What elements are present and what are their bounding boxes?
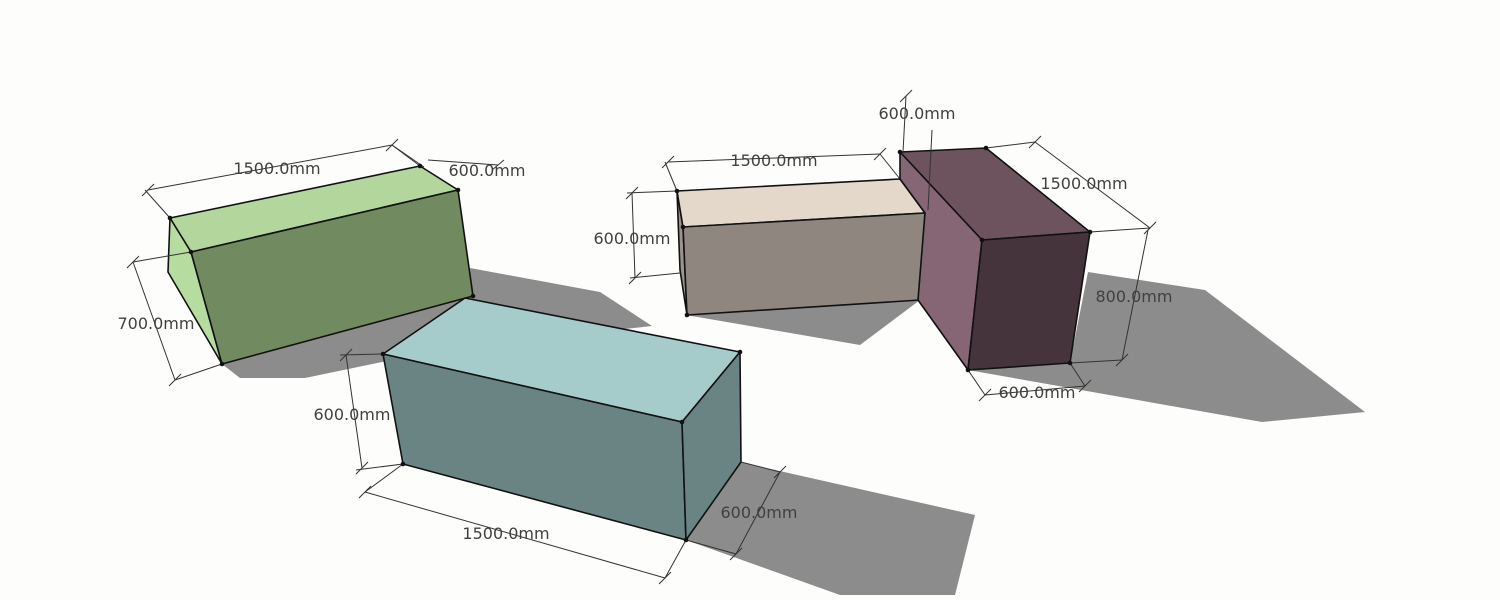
purple-box[interactable]: 600.0mm 1500.0mm 800.0mm 600.0mm	[879, 89, 1173, 402]
purple-box-shadow	[968, 272, 1365, 422]
vertex	[683, 537, 689, 543]
vertex	[897, 149, 903, 155]
beige-box[interactable]: 1500.0mm 600.0mm	[594, 147, 926, 316]
beige-box-front-face[interactable]	[682, 212, 926, 316]
teal-box[interactable]: 600.0mm 1500.0mm 600.0mm	[314, 297, 798, 585]
vertex	[680, 224, 686, 230]
beige-box-height-label: 600.0mm	[594, 229, 671, 248]
purple-box-height-label: 800.0mm	[1096, 287, 1173, 306]
beige-box-length-label: 1500.0mm	[730, 151, 817, 170]
vertex	[1067, 360, 1073, 366]
vertex	[455, 187, 461, 193]
green-box-depth-label: 600.0mm	[449, 161, 526, 180]
purple-box-front-face[interactable]	[967, 231, 1091, 371]
vertex	[470, 293, 476, 299]
vertex	[1087, 229, 1093, 235]
vertex	[219, 361, 225, 367]
vertex	[983, 145, 989, 151]
teal-box-depth-label: 600.0mm	[721, 503, 798, 522]
green-box-dimensions: 1500.0mm 600.0mm 700.0mm	[118, 138, 526, 387]
vertex	[737, 349, 743, 355]
beige-box-dimensions: 1500.0mm 600.0mm	[594, 147, 901, 285]
teal-box-height-label: 600.0mm	[314, 405, 391, 424]
purple-box-depth-label: 600.0mm	[999, 383, 1076, 402]
purple-box-dimensions: 600.0mm 1500.0mm 800.0mm 600.0mm	[879, 89, 1173, 402]
vertex	[979, 237, 985, 243]
vertex	[684, 312, 690, 318]
green-box-height-label: 700.0mm	[118, 314, 195, 333]
vertex	[188, 249, 194, 255]
vertex	[417, 163, 423, 169]
purple-box-top-label: 600.0mm	[879, 104, 956, 123]
teal-box-length-label: 1500.0mm	[462, 524, 549, 543]
purple-box-length-label: 1500.0mm	[1040, 174, 1127, 193]
green-box-length-label: 1500.0mm	[233, 159, 320, 178]
vertex	[400, 461, 406, 467]
vertex	[380, 351, 386, 357]
teal-box-shadow	[686, 462, 975, 595]
vertex	[965, 367, 971, 373]
vertex	[679, 419, 685, 425]
vertex-markers	[167, 145, 1093, 543]
vertex	[167, 215, 173, 221]
vertex	[674, 188, 680, 194]
teal-box-dimensions: 600.0mm 1500.0mm 600.0mm	[314, 348, 798, 585]
